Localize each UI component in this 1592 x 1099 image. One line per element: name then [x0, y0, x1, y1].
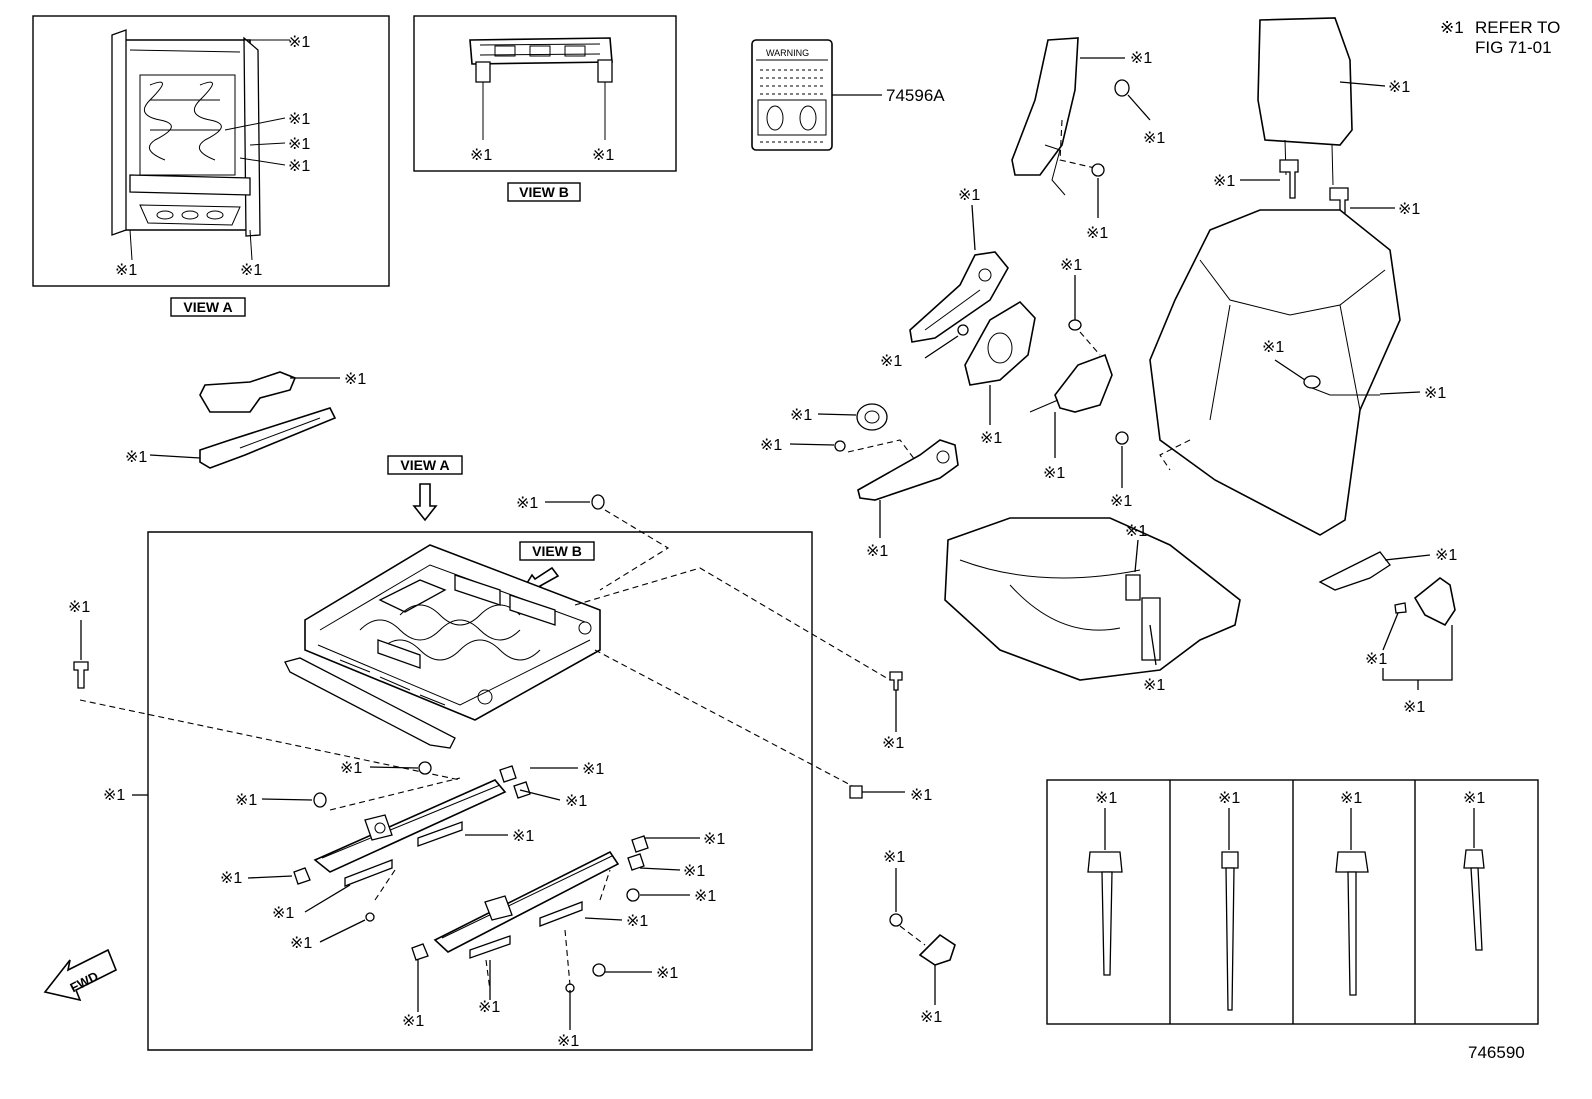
callout-label: ※1: [512, 828, 534, 845]
callout-label: ※1: [958, 187, 980, 204]
callout-label: ※1: [880, 353, 902, 370]
callout-label: ※1: [656, 965, 678, 982]
callout-label: ※1: [1262, 339, 1284, 356]
view-a-inset: ※1 ※1 ※1 ※1 ※1 ※1: [32, 15, 390, 287]
callout-label: ※1: [220, 870, 242, 887]
callout-label: ※1: [565, 793, 587, 810]
view-b-tag: VIEW B: [507, 182, 581, 202]
view-a-pointer: VIEW A: [387, 455, 463, 522]
callout-label: ※1: [240, 262, 262, 279]
callout-label: ※1: [1143, 677, 1165, 694]
callout-label: ※1: [1130, 50, 1152, 67]
callout-label: ※1: [402, 1013, 424, 1030]
callout-label: ※1: [683, 863, 705, 880]
view-a-label: VIEW A: [183, 299, 232, 315]
callout-label: ※1: [1424, 385, 1446, 402]
refer-note-line1: REFER TO: [1475, 18, 1560, 37]
cushion-frame-box: ※1 VIEW B ※1: [79, 494, 891, 1051]
callout-label: ※1: [1213, 173, 1235, 190]
callout-label: ※1: [1086, 225, 1108, 242]
view-a-tag: VIEW A: [170, 297, 246, 317]
warning-label-part: WARNING 74596A: [751, 39, 945, 151]
callout-label: ※1: [582, 761, 604, 778]
callout-label: ※1: [344, 371, 366, 388]
callout-label: ※1: [1398, 201, 1420, 218]
seat-tracks: ※1 ※1 ※1 ※1 ※1 ※1 ※1 ※1 ※1 ※1 ※1 ※1 ※1 ※…: [220, 760, 725, 1050]
recliner-parts: ※1 ※1 ※1: [880, 187, 1036, 447]
callout-label: ※1: [272, 905, 294, 922]
callout-label: ※1: [910, 787, 932, 804]
callout-label: ※1: [470, 147, 492, 164]
callout-label: ※1: [557, 1033, 579, 1050]
view-b-label: VIEW B: [519, 184, 569, 200]
callout-label: ※1: [290, 935, 312, 952]
callout-label: ※1: [1388, 79, 1410, 96]
callout-label: ※1: [694, 888, 716, 905]
refer-note-mark: ※1: [1440, 18, 1464, 37]
warning-label-part-number: 74596A: [886, 86, 945, 105]
figure-number: 746590: [1468, 1043, 1525, 1062]
callout-label: ※1: [288, 111, 310, 128]
callout-label: ※1: [626, 913, 648, 930]
callout-label: ※1: [1060, 257, 1082, 274]
callout-label: ※1: [1218, 790, 1240, 807]
cable-tie-table: ※1 ※1 ※1 ※1: [1046, 779, 1539, 1025]
lower-center-clip: ※1 ※1: [883, 849, 956, 1026]
callout-label: ※1: [235, 792, 257, 809]
callout-label: ※1: [68, 599, 90, 616]
refer-note-line2: FIG 71-01: [1475, 38, 1552, 57]
callout-label: ※1: [288, 158, 310, 175]
callout-label: ※1: [920, 1009, 942, 1026]
callout-label: ※1: [883, 849, 905, 866]
right-bolts: ※1 ※1: [849, 671, 932, 804]
warning-label-heading: WARNING: [766, 48, 809, 58]
callout-label: ※1: [1125, 523, 1147, 540]
callout-label: ※1: [1340, 790, 1362, 807]
callout-label: ※1: [1143, 130, 1165, 147]
view-a-pointer-label: VIEW A: [400, 457, 449, 473]
callout-label: ※1: [115, 262, 137, 279]
headrest: ※1 ※1 ※1: [1213, 17, 1420, 226]
refer-note: ※1 REFER TO FIG 71-01: [1440, 18, 1560, 57]
callout-label: ※1: [790, 407, 812, 424]
callout-label: ※1: [125, 449, 147, 466]
upper-left-brackets: ※1 ※1: [125, 371, 366, 469]
recline-lever: ※1 ※1 ※1: [760, 403, 959, 560]
callout-label: ※1: [288, 34, 310, 51]
callout-label: ※1: [516, 495, 538, 512]
left-bolt: ※1: [68, 599, 90, 689]
seatback-side-panel: ※1 ※1 ※1: [1011, 37, 1165, 242]
seatback-cushion: ※1 ※1: [1149, 209, 1446, 536]
hinge-bracket: ※1 ※1 ※1: [1029, 257, 1132, 510]
callout-label: ※1: [1435, 547, 1457, 564]
fwd-arrow: FWD: [43, 948, 118, 1002]
seat-cushion: ※1 ※1: [944, 517, 1241, 694]
callout-label: ※1: [340, 760, 362, 777]
callout-label: ※1: [1095, 790, 1117, 807]
callout-label: ※1: [703, 831, 725, 848]
callout-label: ※1: [1403, 699, 1425, 716]
callout-label: ※1: [1463, 790, 1485, 807]
callout-label: ※1: [103, 787, 125, 804]
callout-label: ※1: [592, 147, 614, 164]
view-b-inset: ※1 ※1: [413, 15, 677, 172]
callout-label: ※1: [760, 437, 782, 454]
callout-label: ※1: [1365, 651, 1387, 668]
callout-label: ※1: [478, 999, 500, 1016]
callout-label: ※1: [980, 430, 1002, 447]
view-b-pointer-label: VIEW B: [532, 543, 582, 559]
callout-label: ※1: [882, 735, 904, 752]
callout-label: ※1: [288, 136, 310, 153]
callout-label: ※1: [866, 543, 888, 560]
callout-label: ※1: [1043, 465, 1065, 482]
callout-label: ※1: [1110, 493, 1132, 510]
side-cover-pieces: ※1 ※1 ※1: [1318, 547, 1457, 716]
